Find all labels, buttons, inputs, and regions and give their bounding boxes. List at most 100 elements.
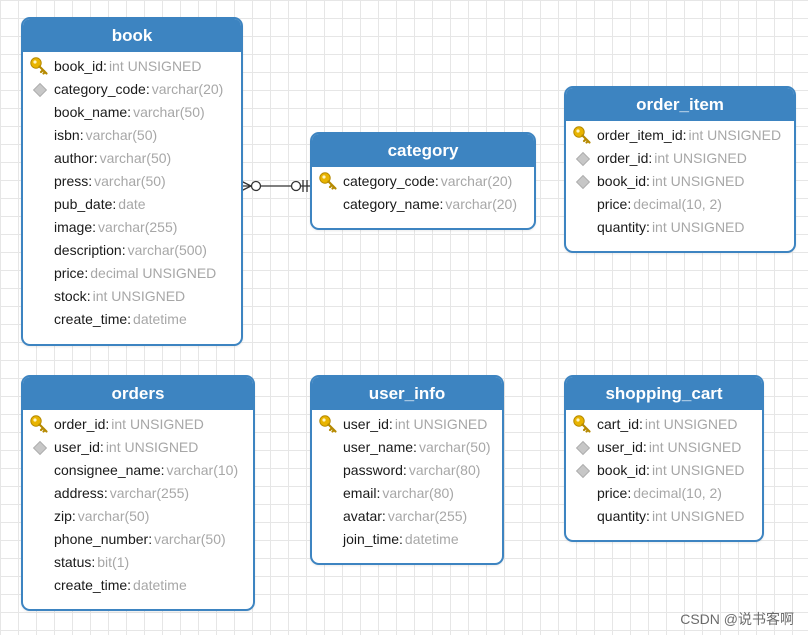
field-separator: : <box>646 508 650 524</box>
field-type: int UNSIGNED <box>108 58 202 74</box>
field-row[interactable]: avatar:varchar(255) <box>312 505 502 528</box>
field-row[interactable]: quantity:int UNSIGNED <box>566 216 794 239</box>
field-name: join_time <box>343 531 400 547</box>
field-row[interactable]: price:decimal UNSIGNED <box>23 262 241 285</box>
field-row[interactable]: user_id:int UNSIGNED <box>23 436 253 459</box>
field-name: book_id <box>597 462 647 478</box>
diamond-icon <box>32 82 48 98</box>
table-title: category <box>312 134 534 167</box>
field-type: varchar(500) <box>127 242 207 258</box>
field-row[interactable]: create_time:datetime <box>23 574 253 597</box>
field-separator: : <box>376 485 381 501</box>
field-row[interactable]: book_id:int UNSIGNED <box>23 55 241 78</box>
field-row[interactable]: consignee_name:varchar(10) <box>23 459 253 482</box>
field-type: int UNSIGNED <box>654 150 747 166</box>
field-row[interactable]: quantity:int UNSIGNED <box>566 505 762 528</box>
field-row[interactable]: description:varchar(500) <box>23 239 241 262</box>
field-name: image <box>54 219 93 235</box>
field-row[interactable]: category_name:varchar(20) <box>312 193 534 216</box>
key-icon <box>572 414 592 434</box>
field-type: datetime <box>404 531 459 547</box>
field-name: user_id <box>54 439 100 455</box>
field-type: varchar(50) <box>77 508 150 524</box>
field-type: decimal UNSIGNED <box>90 265 217 281</box>
field-type: int UNSIGNED <box>644 416 738 432</box>
field-name: phone_number <box>54 531 149 547</box>
field-name: category_code <box>343 173 435 189</box>
field-row[interactable]: join_time:datetime <box>312 528 502 551</box>
field-separator: : <box>648 150 653 166</box>
field-separator: : <box>434 173 439 189</box>
field-type: varchar(20) <box>440 173 513 189</box>
field-row[interactable]: price:decimal(10, 2) <box>566 482 762 505</box>
field-row[interactable]: user_name:varchar(50) <box>312 436 502 459</box>
field-type: varchar(50) <box>99 150 172 166</box>
field-separator: : <box>127 577 132 593</box>
field-row[interactable]: stock:int UNSIGNED <box>23 285 241 308</box>
field-row[interactable]: author:varchar(50) <box>23 147 241 170</box>
field-separator: : <box>627 485 632 501</box>
field-row[interactable]: order_id:int UNSIGNED <box>566 147 794 170</box>
field-separator: : <box>627 196 632 212</box>
field-row[interactable]: zip:varchar(50) <box>23 505 253 528</box>
field-name: email <box>343 485 377 501</box>
field-name: create_time <box>54 311 128 327</box>
field-type: int UNSIGNED <box>651 173 745 189</box>
field-row[interactable]: create_time:datetime <box>23 308 241 331</box>
field-row[interactable]: book_name:varchar(50) <box>23 101 241 124</box>
field-row[interactable]: category_code:varchar(20) <box>312 170 534 193</box>
field-name: create_time <box>54 577 128 593</box>
field-separator: : <box>413 439 417 455</box>
table-category[interactable]: category category_code:varchar(20)catego… <box>310 132 536 230</box>
field-row[interactable]: status:bit(1) <box>23 551 253 574</box>
field-type: varchar(50) <box>418 439 491 455</box>
field-row[interactable]: phone_number:varchar(50) <box>23 528 253 551</box>
field-row[interactable]: press:varchar(50) <box>23 170 241 193</box>
field-row[interactable]: user_id:int UNSIGNED <box>312 413 502 436</box>
field-separator: : <box>79 127 84 143</box>
table-title: order_item <box>566 88 794 121</box>
field-separator: : <box>439 196 444 212</box>
field-type: varchar(50) <box>85 127 158 143</box>
field-name: order_id <box>54 416 106 432</box>
field-row[interactable]: order_item_id:int UNSIGNED <box>566 124 794 147</box>
field-type: varchar(80) <box>408 462 481 478</box>
field-row[interactable]: price:decimal(10, 2) <box>566 193 794 216</box>
table-title: user_info <box>312 377 502 410</box>
field-row[interactable]: isbn:varchar(50) <box>23 124 241 147</box>
field-name: quantity <box>597 508 647 524</box>
field-row[interactable]: image:varchar(255) <box>23 216 241 239</box>
field-row[interactable]: password:varchar(80) <box>312 459 502 482</box>
field-type: varchar(255) <box>109 485 190 501</box>
field-separator: : <box>93 150 98 166</box>
field-separator: : <box>91 554 96 570</box>
field-name: order_item_id <box>597 127 683 143</box>
field-separator: : <box>148 531 153 547</box>
field-name: user_name <box>343 439 414 455</box>
field-row[interactable]: book_id:int UNSIGNED <box>566 170 794 193</box>
field-row[interactable]: book_id:int UNSIGNED <box>566 459 762 482</box>
field-name: category_name <box>343 196 440 212</box>
field-row[interactable]: category_code:varchar(20) <box>23 78 241 101</box>
field-type: varchar(50) <box>94 173 166 189</box>
field-row[interactable]: cart_id:int UNSIGNED <box>566 413 762 436</box>
field-type: int UNSIGNED <box>105 439 199 455</box>
key-icon <box>318 414 338 434</box>
field-separator: : <box>86 288 91 304</box>
field-row[interactable]: email:varchar(80) <box>312 482 502 505</box>
field-row[interactable]: order_id:int UNSIGNED <box>23 413 253 436</box>
field-name: user_id <box>597 439 643 455</box>
field-name: description <box>54 242 122 258</box>
field-row[interactable]: address:varchar(255) <box>23 482 253 505</box>
field-type: int UNSIGNED <box>651 219 745 235</box>
field-row[interactable]: pub_date:date <box>23 193 241 216</box>
field-separator: : <box>682 127 687 143</box>
field-type: varchar(50) <box>154 531 226 547</box>
field-row[interactable]: user_id:int UNSIGNED <box>566 436 762 459</box>
